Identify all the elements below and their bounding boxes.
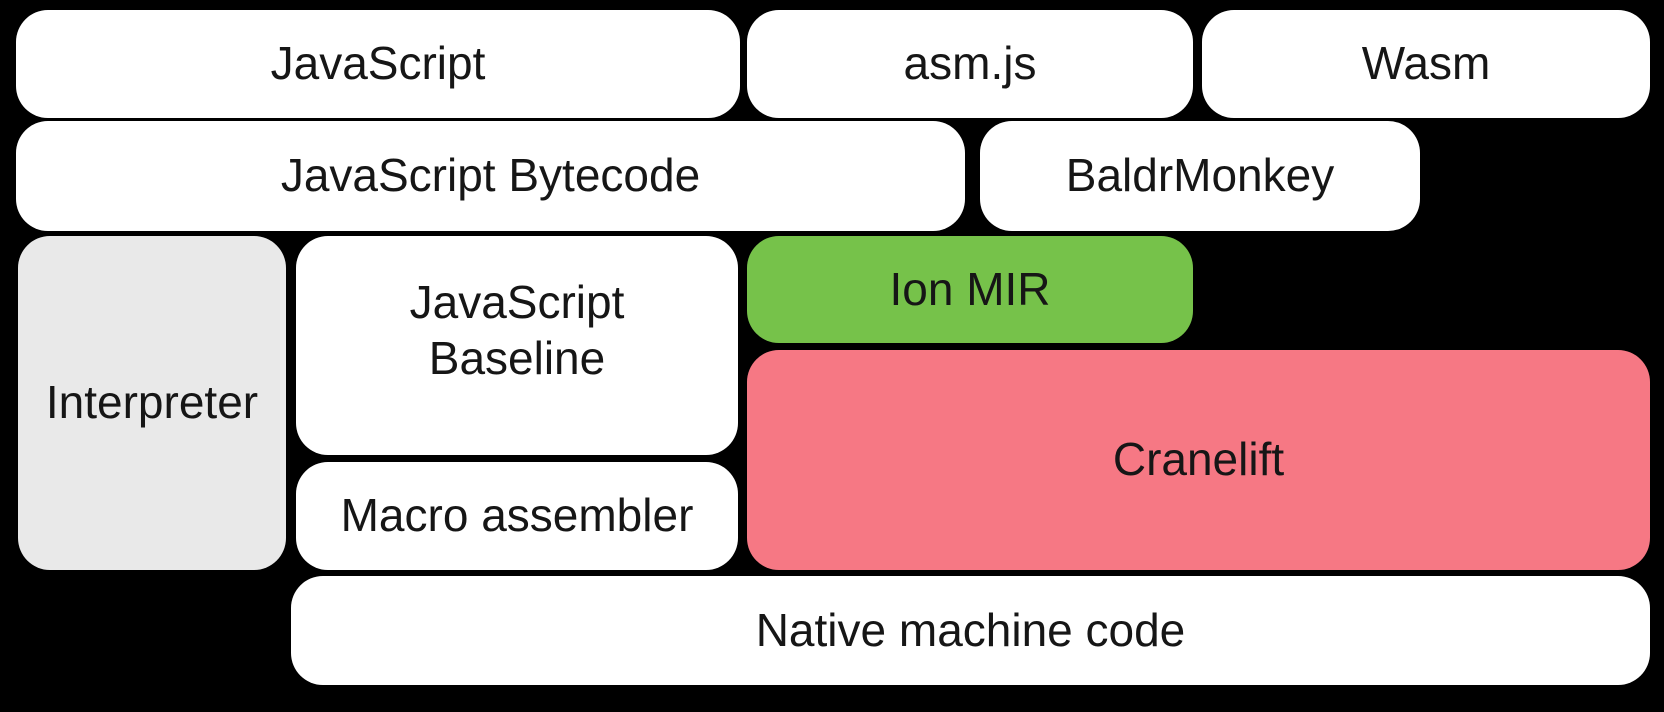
node-asmjs: asm.js xyxy=(747,10,1193,118)
node-wasm-label: Wasm xyxy=(1361,37,1491,90)
node-javascript: JavaScript xyxy=(16,10,740,118)
node-wasm: Wasm xyxy=(1202,10,1650,118)
node-javascript-baseline: JavaScript Baseline xyxy=(296,236,738,455)
node-asmjs-label: asm.js xyxy=(903,37,1037,90)
node-macro-assembler-label: Macro assembler xyxy=(340,489,694,542)
node-ion-mir: Ion MIR xyxy=(747,236,1193,343)
node-interpreter-label: Interpreter xyxy=(45,376,259,429)
node-javascript-bytecode-label: JavaScript Bytecode xyxy=(280,149,701,202)
node-cranelift: Cranelift xyxy=(747,350,1650,570)
node-native-machine-code-label: Native machine code xyxy=(755,603,1186,656)
node-ion-mir-label: Ion MIR xyxy=(889,262,1051,315)
node-cranelift-label: Cranelift xyxy=(1112,433,1285,486)
node-native-machine-code: Native machine code xyxy=(291,576,1650,685)
node-javascript-label: JavaScript xyxy=(270,37,486,90)
node-interpreter: Interpreter xyxy=(18,236,286,570)
node-javascript-bytecode: JavaScript Bytecode xyxy=(16,121,965,231)
node-macro-assembler: Macro assembler xyxy=(296,462,738,570)
node-javascript-baseline-label-line1: JavaScript xyxy=(409,276,625,329)
node-baldrmonkey-label: BaldrMonkey xyxy=(1065,149,1335,202)
node-baldrmonkey: BaldrMonkey xyxy=(980,121,1420,231)
node-javascript-baseline-label-line2: Baseline xyxy=(428,331,606,384)
